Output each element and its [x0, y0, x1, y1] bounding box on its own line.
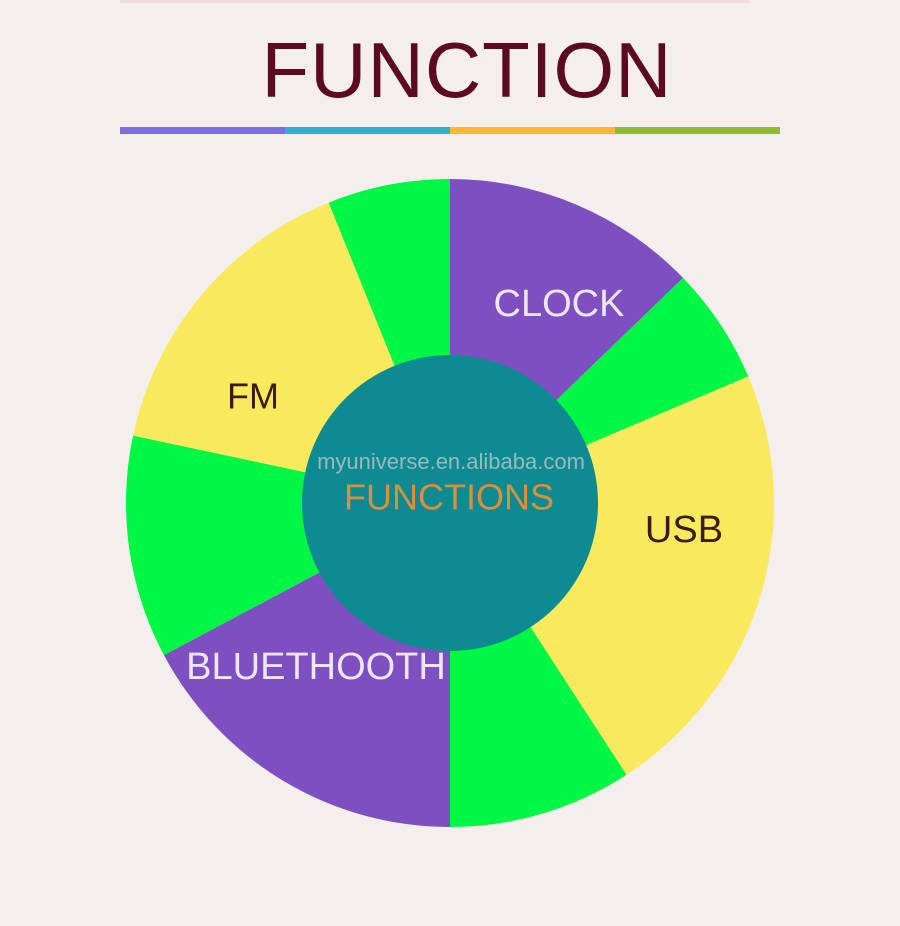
center-hub	[302, 355, 598, 651]
underline-segment-orange	[450, 127, 615, 134]
title-underline	[120, 127, 780, 134]
segment-label-bluetooth: BLUETHOOTH	[186, 646, 446, 688]
segment-label-usb: USB	[645, 509, 723, 551]
underline-segment-purple	[120, 127, 285, 134]
page-title: FUNCTION	[261, 26, 673, 114]
center-label: FUNCTIONS	[344, 477, 554, 518]
underline-segment-cyan	[285, 127, 450, 134]
underline-segment-green	[615, 127, 780, 134]
top-accent-strip	[120, 0, 750, 3]
segment-label-clock: CLOCK	[494, 283, 625, 325]
segment-label-fm: FM	[227, 376, 279, 417]
